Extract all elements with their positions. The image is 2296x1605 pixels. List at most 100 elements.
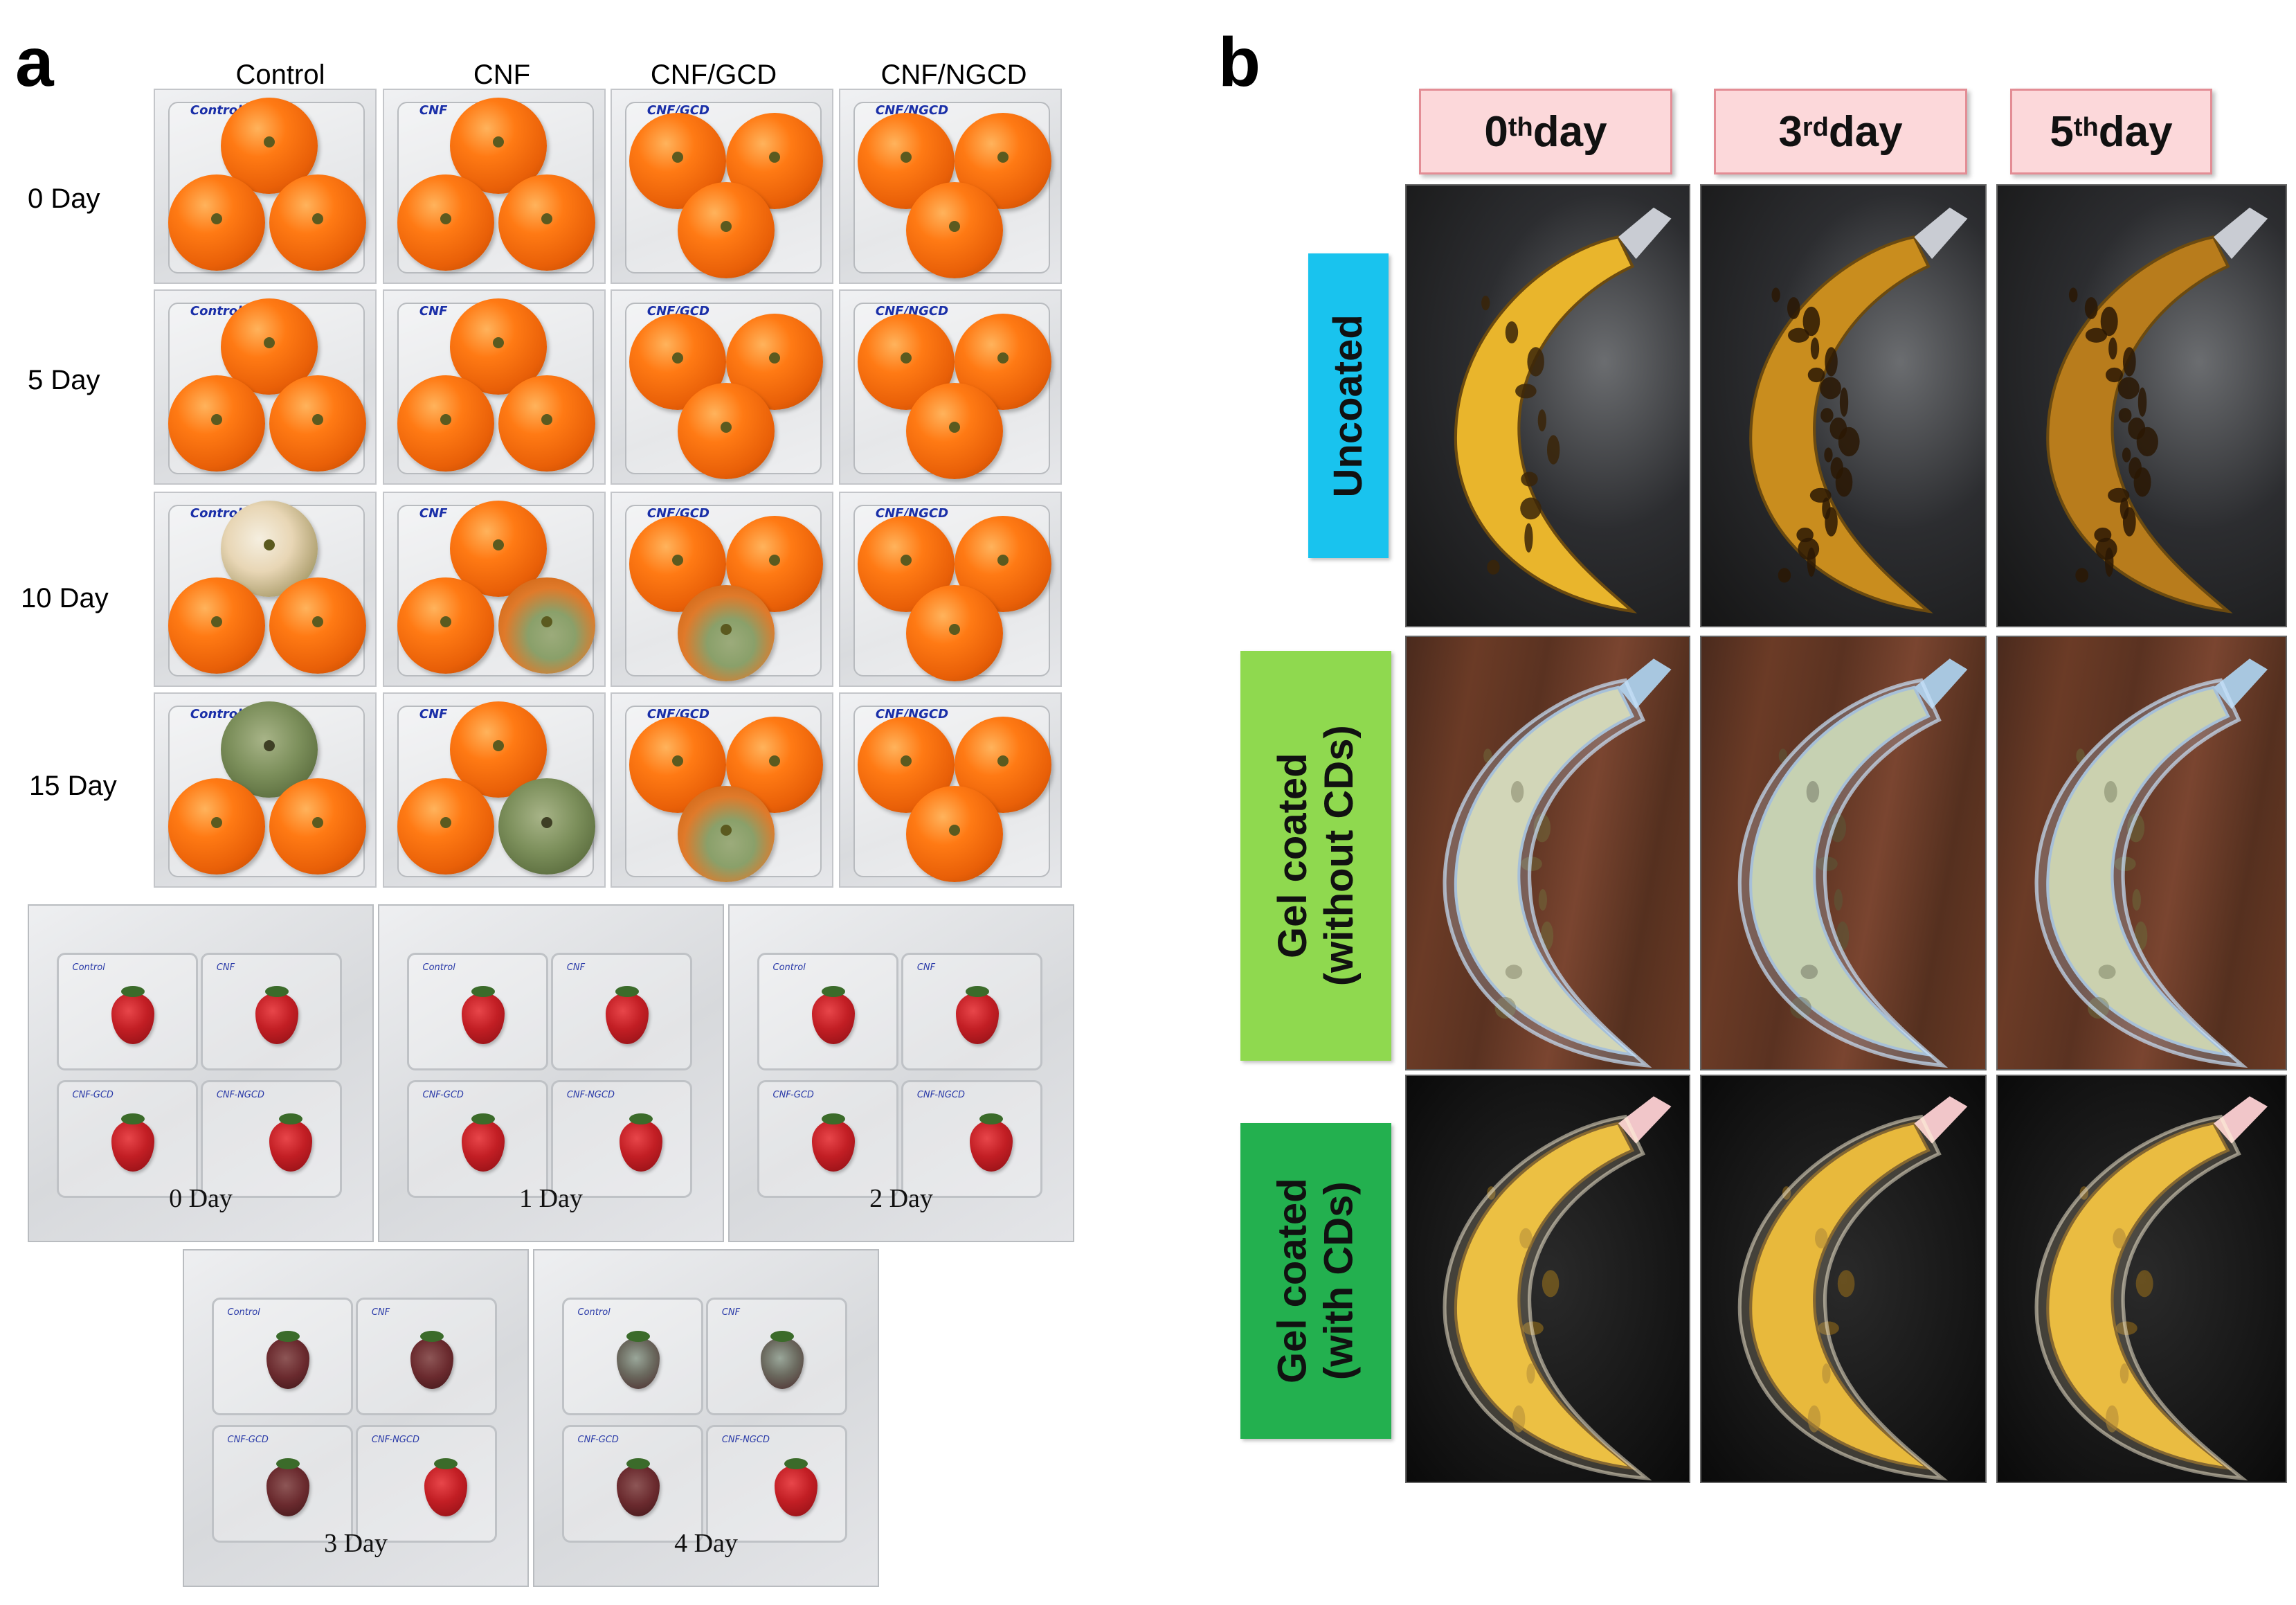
compartment-handwritten-label: Control — [422, 962, 455, 974]
gel-coating-film — [1443, 1114, 1652, 1481]
fruit-stem — [901, 151, 912, 163]
mandarin-fruit — [269, 375, 367, 472]
banana-spot — [1512, 1405, 1526, 1433]
banana-body — [1454, 685, 1638, 1057]
orange-tile-control-row1: Control — [154, 289, 377, 485]
gel-coating-film — [1443, 678, 1652, 1068]
strawberry — [424, 1458, 468, 1516]
moldy-mandarin-fruit — [498, 778, 596, 875]
strawberry-day-label: 3 Day — [324, 1529, 388, 1559]
mandarin-fruit — [678, 383, 775, 480]
fruit-stem — [312, 213, 324, 224]
strawberry — [111, 985, 155, 1044]
fruit-stem — [949, 624, 961, 636]
banana-tile-row0-day2 — [1996, 184, 2287, 627]
fruit-stem — [493, 337, 505, 348]
row-label-uncoated: Uncoated — [1308, 253, 1389, 558]
compartment-handwritten-label: Control — [72, 962, 105, 974]
fruit-stem — [541, 816, 553, 828]
fruit-stem — [672, 151, 684, 163]
banana-stem — [1914, 207, 1968, 259]
banana-icon — [1737, 658, 1968, 1068]
tray-handwritten-label: Control — [190, 304, 242, 319]
strawberry — [970, 1113, 1013, 1172]
compartment-handwritten-label: CNF-NGCD — [916, 1090, 965, 1101]
orange-tile-cnf-row1: CNF — [383, 289, 606, 485]
mandarin-fruit — [498, 375, 596, 472]
orange-tile-cnf-ngcd-row2: CNF/NGCD — [839, 492, 1062, 687]
fruit-stem — [769, 755, 781, 766]
tray-handwritten-label: Control — [190, 707, 242, 722]
banana-tile-row1-day1 — [1700, 636, 1987, 1070]
banana-spot — [1487, 559, 1500, 575]
fruit-stem — [211, 816, 223, 828]
strawberry — [410, 1330, 454, 1389]
banana-icon — [2034, 658, 2268, 1068]
moldy-mandarin-fruit — [678, 585, 775, 682]
gel-coating-film — [1737, 678, 1949, 1068]
banana-spot — [1533, 813, 1551, 843]
orange-tile-cnf-row2: CNF — [383, 492, 606, 687]
fruit-stem — [721, 624, 732, 636]
banana-spot — [2100, 306, 2118, 337]
strawberry-day-label: 4 Day — [674, 1529, 738, 1559]
banana-body — [1749, 1122, 1933, 1471]
banana-tile-row2-day0 — [1405, 1075, 1690, 1483]
strawberry — [761, 1330, 804, 1389]
banana-spot — [1800, 965, 1818, 979]
fruit-stem — [264, 337, 275, 348]
strawberry — [606, 985, 649, 1044]
banana-spot — [2106, 1405, 2119, 1433]
moldy-mandarin-fruit — [498, 577, 596, 674]
banana-stem — [2214, 207, 2268, 259]
strawberry — [269, 1113, 313, 1172]
compartment-handwritten-label: CNF-NGCD — [566, 1090, 615, 1101]
mandarin-fruit — [168, 577, 265, 674]
mandarin-fruit — [397, 375, 494, 472]
col-header-cnf-ngcd: CNF/NGCD — [880, 60, 1027, 90]
banana-spot — [2113, 1228, 2126, 1249]
banana-spot — [1481, 296, 1490, 311]
orange-tile-cnf-gcd-row2: CNF/GCD — [611, 492, 833, 687]
mandarin-fruit — [168, 174, 265, 271]
fruit-stem — [721, 825, 732, 836]
orange-tile-cnf-ngcd-row3: CNF/NGCD — [839, 692, 1062, 888]
banana-icon — [1749, 207, 1968, 613]
banana-spot — [1790, 997, 1811, 1019]
strawberry — [812, 1113, 856, 1172]
banana-spot — [1788, 328, 1809, 343]
banana-spot — [1825, 507, 1838, 537]
strawberry-compartment: CNF-NGCD — [551, 1079, 693, 1199]
fruit-stem — [901, 554, 912, 566]
banana-spot — [1807, 547, 1816, 577]
banana-spot — [2098, 965, 2116, 979]
tray-handwritten-label: CNF — [419, 707, 448, 722]
banana-body — [1749, 685, 1933, 1057]
mandarin-fruit — [906, 182, 1004, 279]
fruit-stem — [901, 352, 912, 364]
fruit-stem — [949, 221, 961, 233]
banana-spot — [2132, 889, 2141, 911]
banana-spot — [1807, 1405, 1821, 1433]
banana-spot — [1825, 347, 1838, 377]
compartment-handwritten-label: CNF — [721, 1307, 741, 1318]
banana-tile-row2-day1 — [1700, 1075, 1987, 1483]
fruit-stem — [997, 352, 1009, 364]
fruit-stem — [312, 616, 324, 627]
mandarin-fruit — [269, 778, 367, 875]
fruit-stem — [949, 422, 961, 433]
banana-spot — [1538, 889, 1547, 911]
banana-spot — [1505, 321, 1519, 343]
banana-spot — [2108, 337, 2117, 360]
mandarin-fruit — [906, 786, 1004, 883]
moldy-mandarin-fruit — [678, 786, 775, 883]
compartment-handwritten-label: CNF-GCD — [772, 1090, 814, 1101]
row-header-15-day: 15 Day — [29, 771, 117, 801]
strawberry-compartment: CNF-GCD — [757, 1079, 899, 1199]
col-header-cnf-gcd: CNF/GCD — [650, 60, 777, 90]
compartment-handwritten-label: CNF — [371, 1307, 390, 1318]
banana-tile-row0-day0 — [1405, 184, 1690, 627]
